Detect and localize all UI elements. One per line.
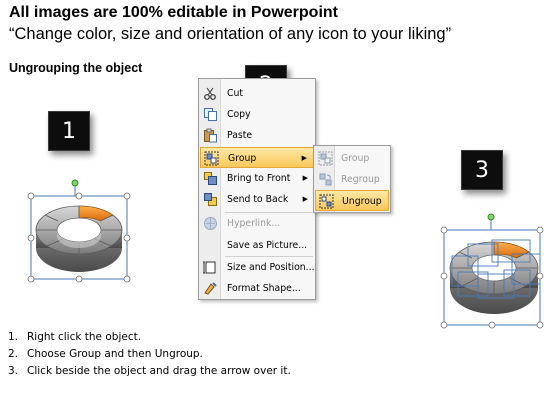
menu-item-label: Hyperlink... [227,218,281,229]
instruction-text: Click beside the object and drag the arr… [27,365,291,377]
scissors-icon [204,87,216,100]
menu-item-size-and-position[interactable]: Size and Position... [200,257,315,278]
instruction-number: 2. [8,348,19,360]
submenu-item-group[interactable]: Group [315,148,389,169]
menu-item-label: Size and Position... [227,262,315,273]
menu-item-label: Paste [227,130,253,141]
group-icon [204,151,219,166]
menu-item-format-shape[interactable]: Format Shape... [200,278,314,299]
menu-item-send-to-back[interactable]: Send to Back ▶ [200,189,314,210]
submenu-arrow-icon: ▶ [302,195,308,203]
ungroup-icon [319,194,334,209]
menu-separator [225,212,313,213]
context-menu: Cut Copy Paste Group ▶ Bring to Front ▶ [198,78,316,300]
menu-item-copy[interactable]: Copy [200,104,314,125]
menu-item-label: Bring to Front [227,173,291,184]
page-title: All images are 100% editable in Powerpoi… [9,4,338,21]
instruction-item: 2. Choose Group and then Ungroup. [8,346,291,363]
menu-item-save-as-picture[interactable]: Save as Picture... [200,235,314,256]
page-subtitle: “Change color, size and orientation of a… [9,25,452,43]
menu-item-label: Ungroup [342,196,382,207]
instruction-text: Right click the object. [27,331,142,343]
instructions-list: 1. Right click the object. 2. Choose Gro… [8,329,291,380]
menu-item-label: Copy [227,109,251,120]
menu-item-bring-to-front[interactable]: Bring to Front ▶ [200,168,314,189]
submenu-arrow-icon: ▶ [302,174,308,182]
submenu-item-regroup[interactable]: Regroup [315,169,389,190]
menu-item-hyperlink[interactable]: Hyperlink... [200,213,314,234]
ungrouped-ring-object[interactable] [438,210,550,330]
grouped-ring-object[interactable] [25,178,135,290]
rotate-handle[interactable] [487,213,495,221]
submenu-item-ungroup[interactable]: Ungroup [315,190,389,211]
size-position-icon [203,261,216,274]
instruction-number: 3. [8,365,19,377]
selection-handles[interactable] [440,226,544,329]
instruction-item: 1. Right click the object. [8,329,291,346]
segment-selection-boxes[interactable] [451,239,541,299]
group-submenu: Group Regroup Ungroup [313,145,391,213]
bring-to-front-icon [204,172,217,185]
section-heading: Ungrouping the object [9,61,143,75]
menu-item-label: Group [341,153,370,164]
group-icon [318,151,333,166]
menu-item-label: Regroup [341,174,380,185]
send-to-back-icon [204,193,217,206]
regroup-icon [319,173,332,186]
instruction-item: 3. Click beside the object and drag the … [8,363,291,380]
menu-item-group[interactable]: Group ▶ [200,147,314,168]
rotate-handle[interactable] [71,179,79,187]
hyperlink-icon [204,217,217,230]
menu-item-label: Send to Back [227,194,289,205]
paste-icon [204,128,217,143]
menu-item-label: Group [228,153,257,164]
menu-item-paste[interactable]: Paste [200,125,314,146]
copy-icon [204,108,217,121]
step-badge-3: 3 [461,150,503,190]
selection-handles[interactable] [27,192,131,283]
menu-item-label: Format Shape... [227,283,301,294]
menu-item-label: Save as Picture... [227,240,308,251]
submenu-arrow-icon: ▶ [301,154,307,162]
format-shape-icon [204,282,217,295]
menu-item-cut[interactable]: Cut [200,83,314,104]
menu-item-label: Cut [227,88,244,99]
instruction-number: 1. [8,331,19,343]
menu-separator [225,256,313,257]
step-badge-1: 1 [48,111,90,151]
instruction-text: Choose Group and then Ungroup. [27,348,203,360]
